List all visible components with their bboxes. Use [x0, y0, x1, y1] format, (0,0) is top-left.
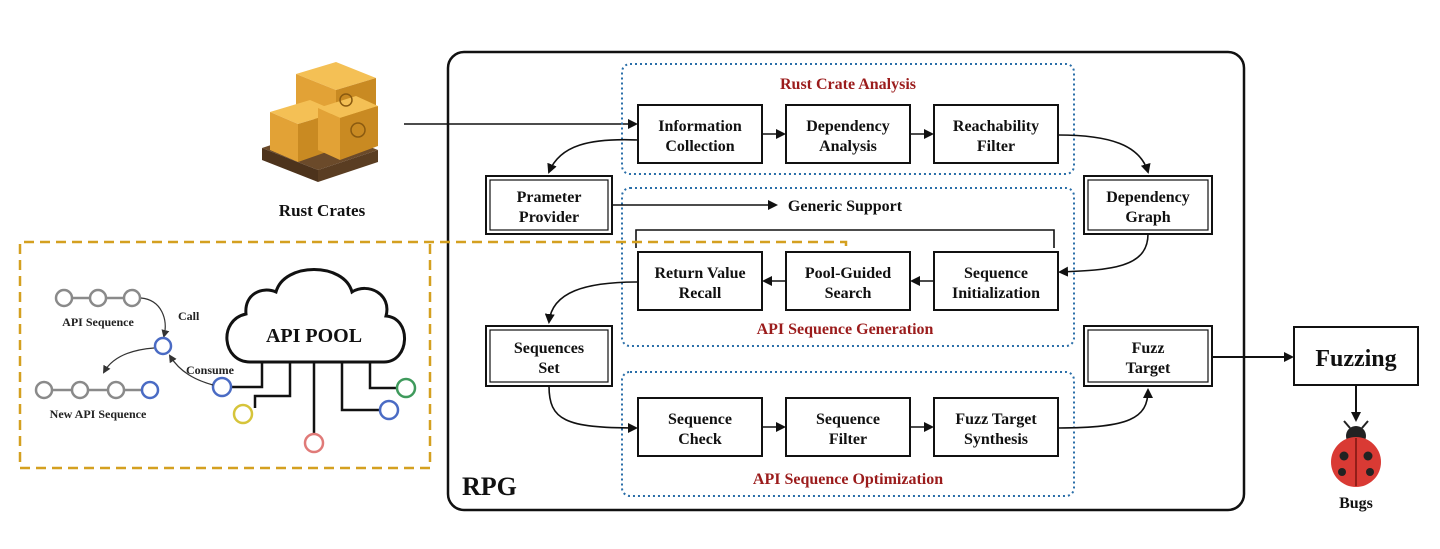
svg-text:Search: Search	[825, 285, 872, 302]
svg-text:Set: Set	[538, 360, 560, 377]
svg-text:Provider: Provider	[519, 209, 579, 226]
svg-text:Graph: Graph	[1125, 209, 1170, 226]
box-fuzzing	[1293, 326, 1419, 386]
svg-text:Synthesis: Synthesis	[964, 431, 1028, 448]
box-dependency-analysis: Dependency Analysis	[785, 104, 911, 164]
box-parameter-provider: Prameter Provider	[485, 175, 613, 235]
rust-crates-label-text: Rust Crates	[279, 201, 366, 220]
box-information-collection: Information Collection	[637, 104, 763, 164]
section-optimization-title: API Sequence Optimization	[753, 471, 943, 488]
rust-crates-icon	[262, 62, 378, 182]
box-reachability-filter: Reachability Filter	[933, 104, 1059, 164]
svg-text:Reachability: Reachability	[953, 118, 1039, 135]
section-generation-title: API Sequence Generation	[757, 321, 934, 338]
section-analysis-title: Rust Crate Analysis	[780, 76, 916, 93]
arrow-synth-to-fuzztarget	[1057, 388, 1153, 429]
arrow-seqset-to-check	[548, 385, 638, 433]
svg-text:Dependency: Dependency	[1106, 189, 1190, 206]
section-optimization	[621, 371, 1075, 497]
svg-text:Sequences: Sequences	[514, 340, 584, 357]
svg-text:Initialization: Initialization	[952, 285, 1040, 302]
svg-text:Analysis: Analysis	[819, 138, 877, 155]
rust-crates-label: Rust Crates	[279, 201, 366, 220]
svg-text:Prameter: Prameter	[517, 189, 582, 206]
box-pool-guided-search: Pool-Guided Search	[785, 251, 911, 311]
box-fuzz-target-synthesis: Fuzz Target Synthesis	[933, 397, 1059, 457]
new-sequence-arrow	[103, 347, 155, 374]
api-pool-title: API POOL	[266, 325, 362, 347]
svg-text:Pool-Guided: Pool-Guided	[805, 265, 891, 282]
arrow-graph-to-init	[1058, 233, 1149, 277]
generic-support-bracket	[635, 229, 1055, 248]
api-pool-frame	[18, 240, 848, 470]
rpg-label: RPG	[462, 472, 517, 501]
fuzzing-label: Fuzzing	[1315, 346, 1396, 372]
section-generation	[621, 187, 1075, 347]
svg-text:Target: Target	[1126, 360, 1171, 377]
section-analysis	[621, 63, 1075, 175]
svg-text:Check: Check	[678, 431, 722, 448]
new-api-sequence-nodes	[34, 380, 160, 400]
ladybug-icon	[1331, 420, 1381, 487]
pool-wires	[231, 362, 397, 434]
arrow-info-to-provider	[547, 138, 639, 174]
api-sequence-nodes	[54, 288, 142, 308]
svg-text:Return Value: Return Value	[654, 265, 745, 282]
pool-node-red	[303, 432, 325, 454]
svg-text:Information: Information	[658, 118, 742, 135]
box-sequence-filter: Sequence Filter	[785, 397, 911, 457]
arrow-reach-to-graph	[1057, 134, 1151, 174]
svg-text:Filter: Filter	[977, 138, 1015, 155]
box-sequence-check: Sequence Check	[637, 397, 763, 457]
pool-node-blue-2	[378, 399, 400, 421]
pool-node-blue	[211, 376, 233, 398]
generic-support-label: Generic Support	[788, 198, 903, 215]
consume-arrow	[168, 354, 214, 386]
svg-text:Fuzz: Fuzz	[1132, 340, 1165, 357]
pool-node-green	[395, 377, 417, 399]
called-node	[153, 336, 173, 356]
svg-text:Sequence: Sequence	[964, 265, 1028, 282]
call-label: Call	[178, 309, 200, 323]
arrow-recall-to-seqset	[544, 281, 639, 324]
rpg-frame	[446, 50, 1246, 512]
svg-text:Fuzz Target: Fuzz Target	[955, 411, 1037, 428]
box-fuzz-target: Fuzz Target	[1083, 325, 1213, 387]
svg-text:Recall: Recall	[679, 285, 722, 302]
svg-text:Sequence: Sequence	[668, 411, 732, 428]
svg-text:Filter: Filter	[829, 431, 867, 448]
bugs-label: Bugs	[1339, 495, 1373, 512]
svg-text:Dependency: Dependency	[806, 118, 890, 135]
call-arrow	[140, 297, 170, 338]
box-sequences-set: Sequences Set	[485, 325, 613, 387]
box-dependency-graph: Dependency Graph	[1083, 175, 1213, 235]
svg-text:Collection: Collection	[665, 138, 734, 155]
consume-label: Consume	[186, 363, 235, 377]
box-sequence-initialization: Sequence Initialization	[933, 251, 1059, 311]
cloud-icon	[225, 268, 406, 364]
new-api-sequence-label: New API Sequence	[50, 407, 147, 421]
api-sequence-label: API Sequence	[62, 315, 134, 329]
svg-text:Sequence: Sequence	[816, 411, 880, 428]
pool-node-yellow	[232, 403, 254, 425]
box-return-value-recall: Return Value Recall	[637, 251, 763, 311]
